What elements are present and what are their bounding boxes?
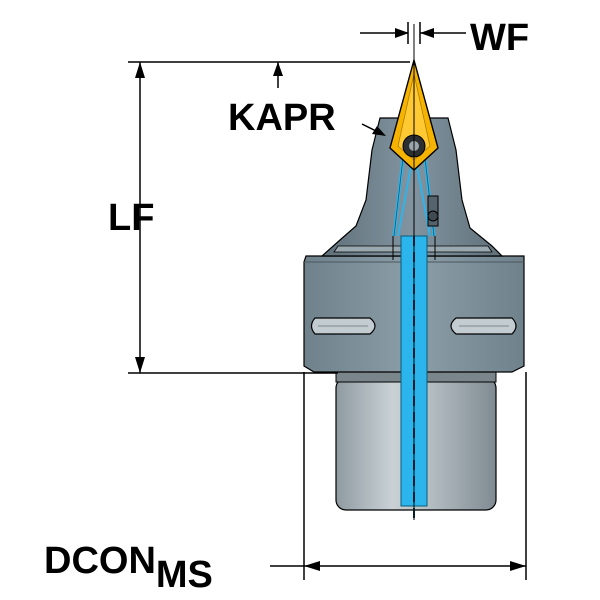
dcon-subscript: MS: [156, 554, 213, 596]
lf-dimension: [128, 61, 410, 374]
kapr-label: KAPR: [228, 97, 336, 139]
kapr-arrows: [273, 62, 386, 136]
wf-label: WF: [470, 17, 529, 59]
dcon-main-text: DCON: [44, 540, 156, 582]
lf-label: LF: [108, 197, 154, 239]
dcon-label: DCONMS: [44, 540, 213, 596]
right-slot: [450, 317, 517, 335]
left-slot: [310, 317, 376, 335]
wf-dimension: [360, 22, 466, 44]
dcon-dimension: [270, 372, 527, 580]
clamp-screw: [427, 195, 439, 227]
